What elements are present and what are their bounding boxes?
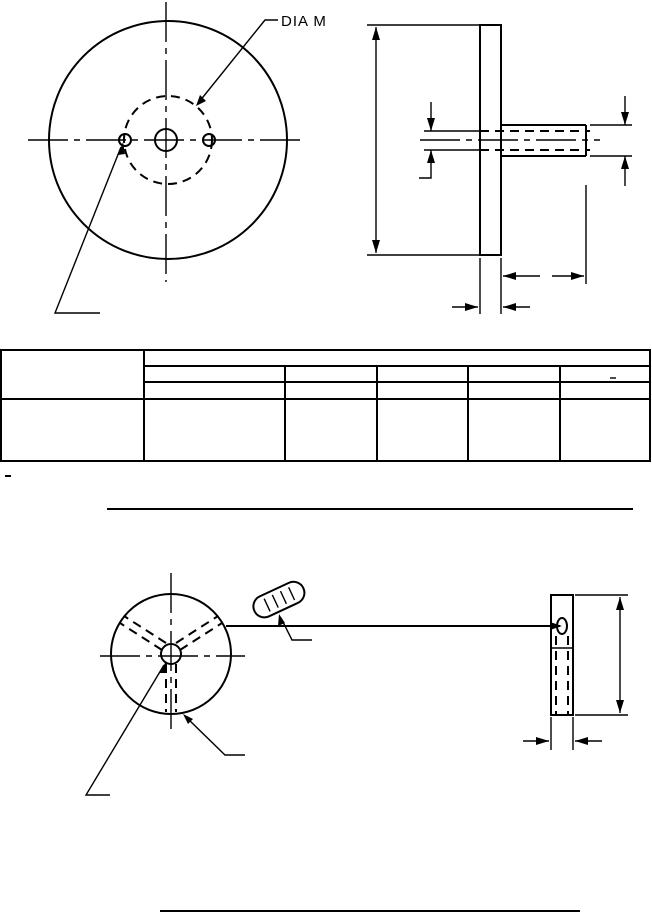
set-screw-leader [280, 617, 312, 641]
set-screw-hole-side [556, 617, 568, 635]
hole-leader-arrow [118, 142, 125, 155]
shaft-arrow-top [621, 112, 629, 125]
radial-hole-a-edge1 [119, 622, 163, 651]
bore-dim-bottom [419, 150, 432, 179]
hub-side-profile [550, 594, 574, 716]
upper-front-view: DIA M [28, 2, 327, 314]
lower-side-view [523, 594, 628, 750]
hub-leader-arrow [183, 714, 193, 724]
shaft-arrow-bottom [621, 156, 629, 169]
radial-hole-b-edge2 [175, 615, 219, 644]
height-arrow-top [372, 27, 380, 40]
radial-hole-b-edge1 [179, 622, 223, 651]
hub-leader [186, 717, 245, 756]
table-border [0, 349, 651, 462]
thickness-arrow-right [503, 303, 516, 311]
thread-line-4 [288, 587, 296, 601]
hub-height-arrow-bottom [616, 700, 624, 713]
upper-side-view [367, 24, 632, 314]
length-arrow-right [571, 272, 584, 280]
thread-line-1 [263, 598, 271, 612]
hub-width-arrow-left [536, 737, 549, 745]
radial-hole-a-edge2 [123, 615, 167, 644]
height-arrow-bottom [372, 240, 380, 253]
bore-arrow-bottom [427, 150, 435, 163]
thread-line-2 [271, 594, 279, 608]
dia-m-callout: DIA M [281, 13, 327, 30]
thickness-arrow-left [465, 303, 478, 311]
bore-leader-arrow [160, 661, 167, 673]
hub-height-arrow-top [616, 597, 624, 610]
hub-width-arrow-right [575, 737, 588, 745]
lower-front-view [84, 573, 245, 796]
set-screw-detail [252, 580, 312, 641]
length-arrow-left [503, 272, 516, 280]
set-screw-body [252, 580, 306, 619]
set-screw-leader-arrow [278, 614, 285, 626]
bore-arrow-top [427, 118, 435, 131]
hole-leader [53, 146, 122, 314]
dimension-table [0, 349, 651, 477]
thread-line-3 [279, 590, 288, 605]
dia-m-leader-arrow [196, 95, 206, 106]
bore-leader [84, 664, 165, 796]
dia-m-leader [198, 19, 278, 103]
